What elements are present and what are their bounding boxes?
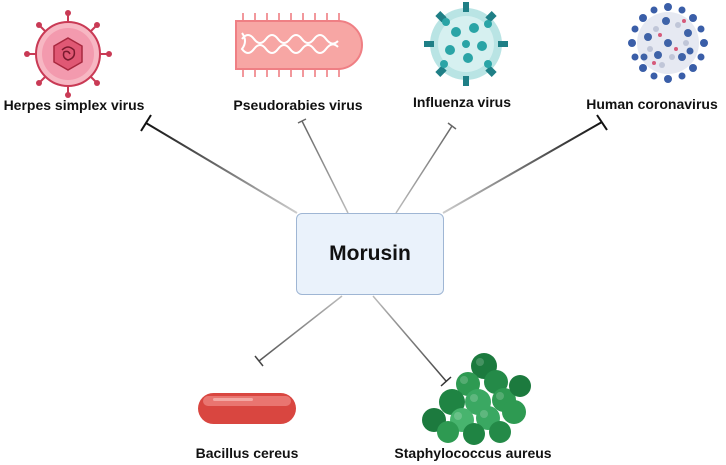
inhibition-line-bacillus <box>254 295 343 367</box>
pseudorabies-virus-icon <box>235 13 363 77</box>
label-pseudorabies-virus: Pseudorabies virus <box>233 97 363 113</box>
label-influenza-virus: Influenza virus <box>412 94 512 110</box>
inhibition-line-influenza <box>395 122 457 214</box>
bacillus-cereus-icon <box>198 393 296 424</box>
center-node-morusin: Morusin <box>296 213 444 295</box>
inhibition-line-staphylococcus <box>372 295 452 387</box>
herpes-simplex-virus-icon <box>24 10 112 98</box>
human-coronavirus-icon <box>628 3 708 83</box>
inhibition-line-coronavirus <box>442 114 608 214</box>
label-staphylococcus-aureus: Staphylococcus aureus <box>394 445 552 461</box>
label-herpes-simplex-virus: Herpes simplex virus <box>3 97 145 113</box>
label-bacillus-cereus: Bacillus cereus <box>195 445 299 461</box>
staphylococcus-aureus-icon <box>422 353 531 445</box>
inhibition-line-pseudorabies <box>297 118 349 214</box>
influenza-virus-icon <box>424 2 508 86</box>
center-label: Morusin <box>329 242 411 265</box>
inhibition-line-herpes <box>140 114 298 214</box>
label-human-coronavirus: Human coronavirus <box>586 96 718 112</box>
